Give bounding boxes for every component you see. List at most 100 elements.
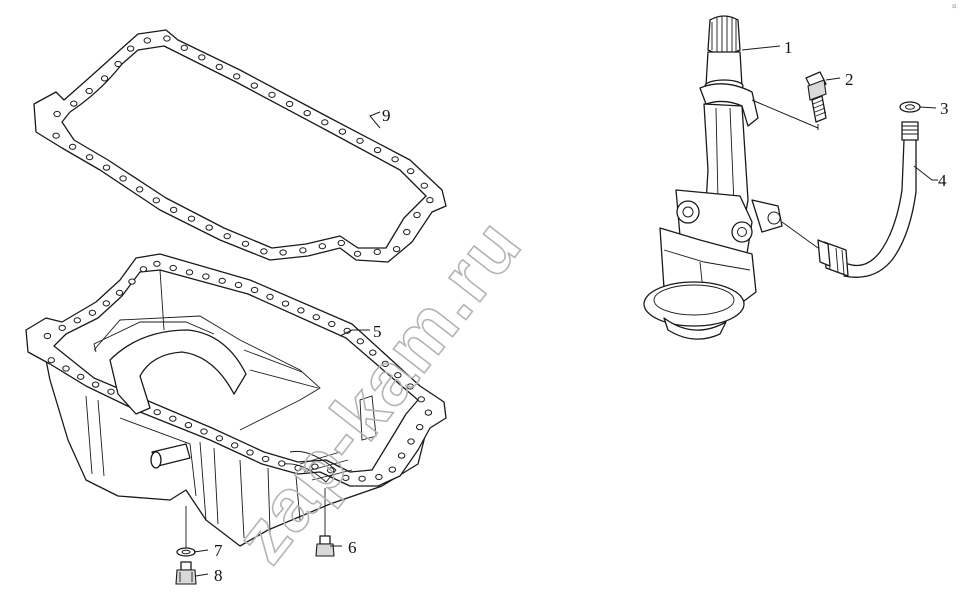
callout-3: 3	[940, 99, 949, 118]
callout-numbers: 1 2 3 4 5 6 7 8 9	[214, 38, 949, 585]
bolt-hole	[426, 197, 434, 204]
bolt-hole	[241, 240, 250, 247]
bolt-hole	[356, 137, 364, 144]
bolt-hole	[115, 289, 124, 296]
bolt-hole	[234, 281, 243, 289]
bolt-hole	[218, 277, 226, 284]
sealing-washer-7[interactable]	[176, 506, 196, 557]
bolt-hole	[85, 87, 93, 95]
bolt-hole	[299, 247, 307, 254]
bolt-hole	[342, 474, 350, 481]
bolt-hole	[153, 260, 161, 267]
bolt-hole	[281, 300, 290, 307]
drain-plug-8[interactable]	[175, 561, 197, 585]
bolt-hole	[266, 293, 274, 300]
bolt-hole	[47, 357, 55, 364]
bolt-hole	[328, 320, 336, 328]
callout-6: 6	[348, 538, 357, 557]
bolt-hole	[73, 317, 82, 324]
bolt-hole	[373, 147, 382, 154]
sealing-washer-3[interactable]	[899, 101, 921, 113]
callout-4: 4	[938, 171, 947, 190]
bolt-hole	[261, 455, 270, 463]
bolt-hole	[417, 396, 425, 403]
bolt-hole	[126, 45, 135, 52]
bolt-hole	[407, 438, 415, 445]
bolt-hole	[268, 91, 276, 98]
oil-delivery-pipe[interactable]	[781, 121, 919, 278]
bolt-hole	[246, 449, 254, 456]
bolt-hole	[70, 100, 78, 107]
bolt-hole	[136, 186, 144, 193]
bolt-hole	[215, 435, 224, 442]
bolt-hole	[312, 314, 320, 321]
bolt-hole	[163, 35, 171, 42]
bolt-hole	[303, 110, 311, 117]
bolt-hole	[152, 197, 161, 204]
bolt-hole	[62, 365, 70, 372]
bolt-hole	[353, 250, 362, 257]
bolt-hole	[327, 467, 335, 474]
bolt-hole	[416, 424, 424, 431]
bolt-hole	[407, 168, 415, 175]
bolt-hole	[356, 338, 364, 345]
bolt-hole	[187, 215, 196, 222]
bolt-hole	[102, 164, 111, 171]
bolt-hole	[260, 248, 268, 255]
bolt-hole	[250, 82, 259, 89]
bolt-hole	[169, 415, 177, 422]
bolt-hole	[68, 143, 77, 150]
bolt-hole	[200, 428, 208, 435]
bolt-hole	[53, 110, 61, 118]
bolt-hole	[114, 60, 122, 68]
bolt-hole	[397, 452, 406, 459]
bolt-hole	[102, 300, 111, 307]
bolt-hole	[391, 156, 399, 163]
bolt-hole	[185, 269, 194, 276]
bolt-hole	[85, 154, 94, 161]
bolt-hole	[388, 466, 396, 473]
bolt-hole	[119, 175, 127, 182]
drain-plug-small[interactable]	[315, 488, 335, 557]
bolt-hole	[77, 373, 85, 380]
bolt-hole	[297, 307, 305, 314]
bolt-hole	[337, 239, 345, 247]
bolt-hole	[250, 286, 259, 294]
bolt-hole	[180, 44, 189, 52]
bolt-hole	[52, 132, 60, 139]
bolt-hole	[403, 228, 411, 236]
bolt-hole	[169, 264, 177, 272]
bolt-hole	[373, 248, 381, 255]
corner-mark: ¤	[952, 2, 957, 11]
bolt-hole	[381, 360, 389, 367]
bolt-hole	[88, 309, 97, 316]
bolt-hole	[184, 422, 193, 429]
mounting-bolt[interactable]	[751, 71, 827, 130]
bolt-hole	[143, 37, 152, 44]
oil-pump[interactable]	[643, 15, 783, 340]
oil-pan-gasket[interactable]	[33, 29, 447, 263]
bolt-hole	[279, 249, 287, 256]
oil-pan[interactable]	[25, 253, 447, 547]
bolt-hole	[202, 273, 210, 280]
callout-2: 2	[845, 70, 854, 89]
bolt-hole	[231, 442, 239, 449]
bolt-hole	[338, 128, 347, 135]
callout-5: 5	[373, 322, 382, 341]
bolt-hole	[91, 381, 100, 388]
bolt-hole	[215, 63, 224, 71]
leader-lines	[193, 45, 938, 577]
bolt-hole	[198, 54, 206, 61]
bolt-hole	[318, 243, 326, 250]
bolt-hole	[420, 182, 428, 189]
bolt-hole	[58, 324, 66, 331]
callout-7: 7	[214, 541, 223, 560]
bolt-hole	[285, 100, 294, 108]
callout-9: 9	[382, 106, 391, 125]
bolt-hole	[139, 266, 148, 273]
callout-1: 1	[784, 38, 793, 57]
bolt-hole	[43, 332, 52, 340]
bolt-hole	[170, 206, 178, 213]
bolt-hole	[394, 372, 402, 379]
